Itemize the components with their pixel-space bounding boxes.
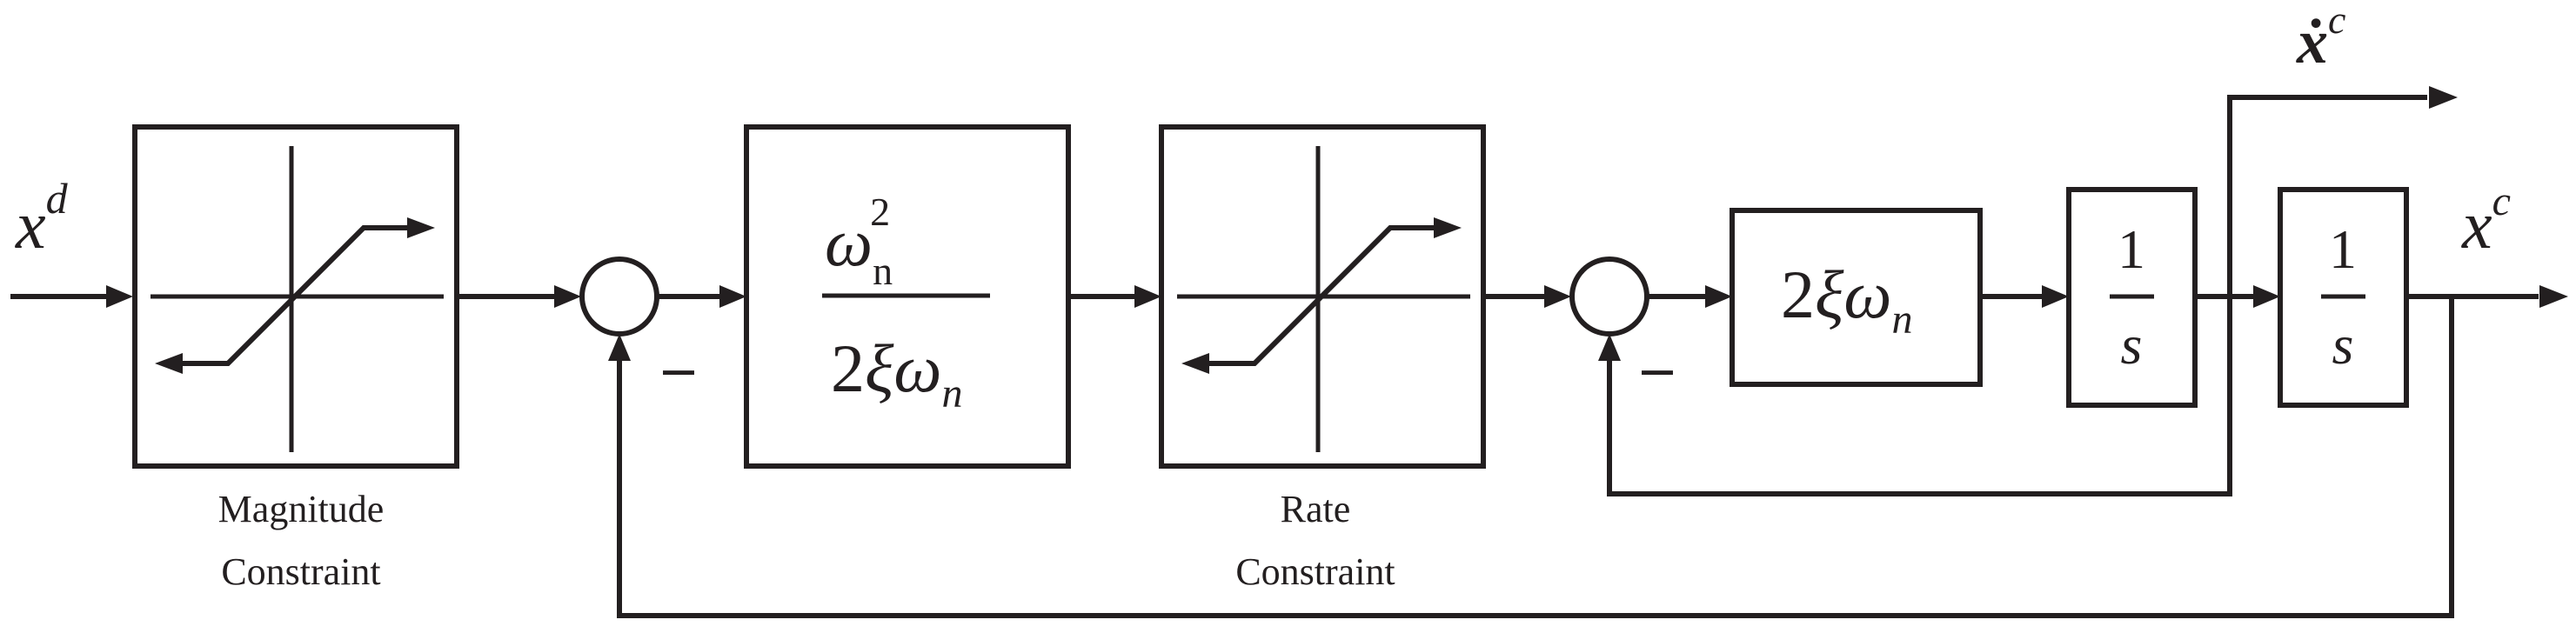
arrowhead-sum2: [1544, 285, 1571, 308]
magnitude-caption-line1: Magnitude: [218, 488, 385, 530]
summing-junction-2-minus: –: [1642, 334, 1674, 401]
integrator-2-numerator: 1: [2329, 218, 2357, 280]
velocity-output-label: ẋc: [2296, 0, 2345, 77]
rate-caption-line1: Rate: [1281, 488, 1351, 530]
arrowhead-rate: [1134, 285, 1161, 308]
arrowhead-sum1: [554, 285, 581, 308]
rate-caption-line2: Constraint: [1235, 550, 1395, 593]
outer-feedback-wire: [617, 297, 2454, 618]
velocity-output-wire: [2227, 95, 2427, 297]
gain-block-2: [1730, 208, 1983, 387]
gain-block-2-label: 2ξωn: [1781, 257, 1912, 343]
arrowhead-int2: [2253, 285, 2280, 308]
gain-block-1-denominator: 2ξωn: [831, 330, 962, 416]
integrator-1-numerator: 1: [2118, 218, 2145, 280]
magnitude-caption-line2: Constraint: [221, 550, 380, 593]
velocity-output-arrowhead: [2429, 86, 2458, 109]
position-output-label: xc: [2461, 178, 2511, 263]
arrowhead-int1: [2042, 285, 2069, 308]
gain-block-1-numerator: ωn2: [825, 190, 893, 293]
arrowhead-gain1: [719, 285, 746, 308]
summing-junction-1: [579, 257, 659, 336]
arrowhead-gain2: [1705, 285, 1732, 308]
position-output-arrowhead: [2539, 285, 2568, 308]
integrator-1-denominator: s: [2121, 314, 2143, 376]
outer-feedback-arrowhead: [608, 334, 631, 361]
inner-feedback-arrowhead: [1598, 334, 1621, 361]
magnitude-constraint-block: [132, 124, 459, 469]
summing-junction-2: [1569, 257, 1649, 336]
input-arrowhead: [106, 285, 133, 308]
rate-constraint-block: [1159, 124, 1486, 469]
input-signal-label: xd: [15, 174, 69, 263]
summing-junction-1-minus: –: [663, 334, 695, 401]
inner-feedback-wire: [1607, 297, 2232, 496]
integrator-2-denominator: s: [2332, 314, 2354, 376]
